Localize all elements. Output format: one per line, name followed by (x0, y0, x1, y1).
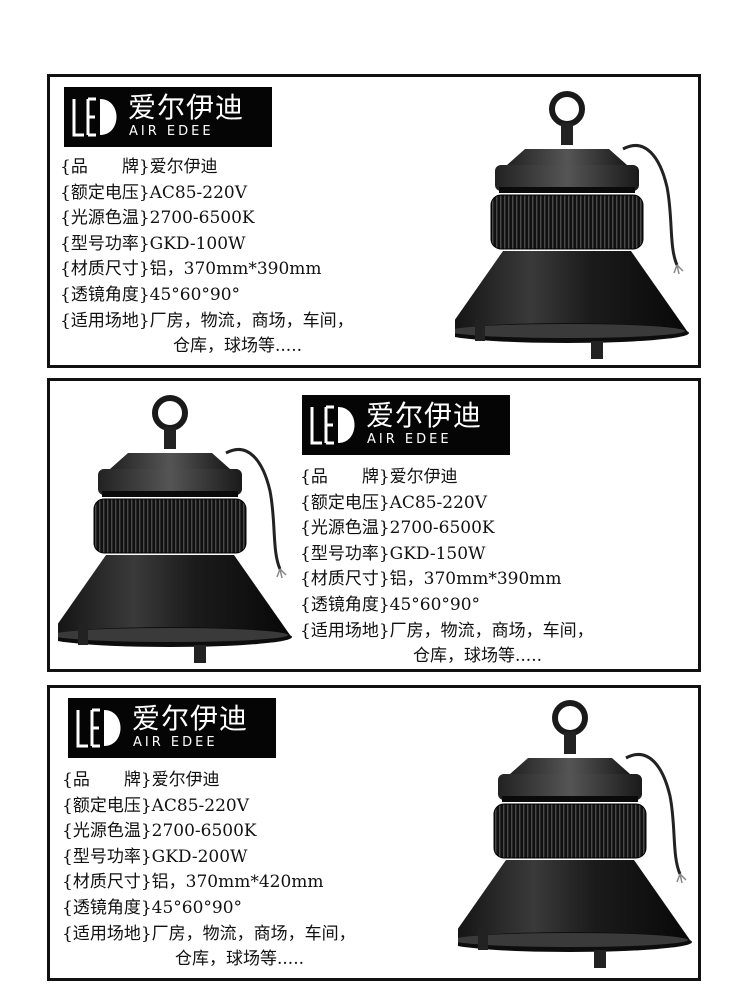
product-card-100w: 爱尔伊迪 AIR EDEE {品 牌}爱尔伊迪 {额定电压}AC85-220V … (47, 74, 701, 368)
spec-list: {品 牌}爱尔伊迪 {额定电压}AC85-220V {光源色温}2700-650… (300, 465, 594, 670)
spec-voltage: {额定电压}AC85-220V (62, 795, 250, 816)
product-card-200w: 爱尔伊迪 AIR EDEE {品 牌}爱尔伊迪 {额定电压}AC85-220V … (47, 685, 701, 981)
spec-model-power: {型号功率}GKD-100W (60, 233, 246, 254)
spec-application-continued: 仓库，球场等..... (173, 336, 303, 357)
spec-material-size: {材质尺寸}铝，370mm*390mm (300, 569, 562, 590)
spec-lens-angle: {透镜角度}45°60°90° (300, 594, 481, 615)
spec-model-power: {型号功率}GKD-150W (300, 543, 486, 564)
highbay-lamp-icon (458, 696, 698, 976)
spec-application: {适用场地}厂房，物流，商场，车间， (62, 923, 356, 944)
highbay-lamp-icon (455, 87, 695, 367)
brand-logo: 爱尔伊迪 AIR EDEE (64, 87, 272, 147)
spec-list: {品 牌}爱尔伊迪 {额定电压}AC85-220V {光源色温}2700-650… (60, 155, 354, 360)
spec-voltage: {额定电压}AC85-220V (60, 182, 248, 203)
spec-brand: {品 牌}爱尔伊迪 (62, 770, 220, 790)
spec-application: {适用场地}厂房，物流，商场，车间， (300, 620, 594, 641)
highbay-lamp-icon (58, 391, 298, 671)
spec-lens-angle: {透镜角度}45°60°90° (60, 284, 241, 305)
brand-name-cn: 爱尔伊迪 (366, 399, 483, 432)
spec-voltage: {额定电压}AC85-220V (300, 492, 488, 513)
spec-application-continued: 仓库，球场等..... (175, 949, 305, 970)
spec-material-size: {材质尺寸}铝，370mm*390mm (60, 259, 322, 280)
spec-model-power: {型号功率}GKD-200W (62, 846, 248, 867)
led-logo-icon (70, 95, 124, 139)
spec-application: {适用场地}厂房，物流，商场，车间， (60, 310, 354, 331)
led-logo-icon (308, 403, 362, 447)
spec-color-temp: {光源色温}2700-6500K (60, 208, 255, 229)
spec-brand: {品 牌}爱尔伊迪 (300, 467, 458, 487)
brand-name-en: AIR EDEE (129, 124, 214, 139)
spec-color-temp: {光源色温}2700-6500K (300, 518, 495, 539)
spec-material-size: {材质尺寸}铝，370mm*420mm (62, 872, 324, 893)
brand-name-cn: 爱尔伊迪 (132, 702, 249, 735)
spec-lens-angle: {透镜角度}45°60°90° (62, 897, 243, 918)
spec-brand: {品 牌}爱尔伊迪 (60, 157, 218, 177)
product-card-150w: 爱尔伊迪 AIR EDEE {品 牌}爱尔伊迪 {额定电压}AC85-220V … (47, 378, 701, 672)
spec-application-continued: 仓库，球场等..... (413, 646, 543, 667)
brand-logo: 爱尔伊迪 AIR EDEE (302, 395, 510, 455)
spec-list: {品 牌}爱尔伊迪 {额定电压}AC85-220V {光源色温}2700-650… (62, 768, 356, 973)
brand-name-en: AIR EDEE (367, 432, 452, 447)
led-logo-icon (74, 706, 128, 750)
brand-name-cn: 爱尔伊迪 (128, 91, 245, 124)
spec-color-temp: {光源色温}2700-6500K (62, 821, 257, 842)
brand-name-en: AIR EDEE (133, 735, 218, 750)
brand-logo: 爱尔伊迪 AIR EDEE (68, 698, 276, 758)
